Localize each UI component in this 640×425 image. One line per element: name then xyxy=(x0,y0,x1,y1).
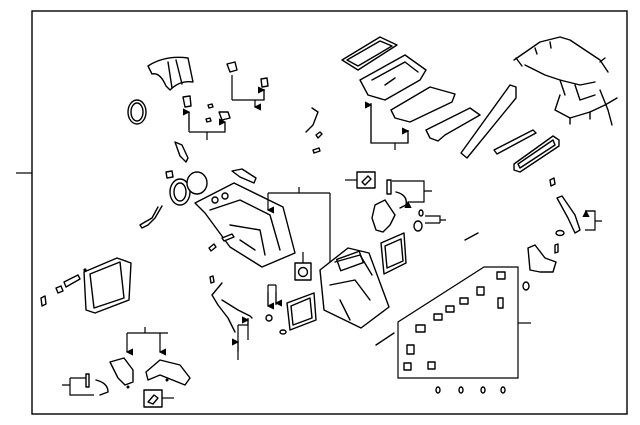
shroud-part xyxy=(147,56,194,91)
heater-core xyxy=(286,292,317,331)
fastener-group-mid xyxy=(413,209,479,241)
valve-part xyxy=(371,199,396,233)
trim-strips xyxy=(460,84,560,173)
wire-connector-part xyxy=(174,141,189,163)
cabin-filter xyxy=(40,257,132,314)
leader-bracket-center xyxy=(266,187,336,266)
side-duct-right xyxy=(549,177,602,254)
gasket-inner xyxy=(130,102,144,122)
bottom-left-assembly xyxy=(62,327,191,396)
wiring-harness xyxy=(513,36,618,126)
evaporator-core xyxy=(380,232,407,275)
duct-link-part xyxy=(139,205,163,229)
pipe-bracket xyxy=(386,179,432,209)
small-hardware-top xyxy=(305,107,323,154)
actuator-kit-panel xyxy=(397,266,531,379)
grommet-part xyxy=(522,281,530,291)
actuator-bracket-top xyxy=(226,61,269,107)
actuator-bracket-left xyxy=(182,95,231,140)
clip-bracket-small xyxy=(265,284,287,335)
heater-case-right xyxy=(319,247,390,329)
boxed-part-upper xyxy=(345,171,376,189)
rod-linkage-bottom xyxy=(209,275,253,360)
boxed-part-bottom xyxy=(143,389,174,408)
duct-outlet-right xyxy=(527,244,557,273)
blower-motor-part xyxy=(165,170,208,206)
heater-case-left xyxy=(194,168,296,268)
boxed-part-center xyxy=(294,252,312,281)
top-vent-parts xyxy=(341,36,481,150)
fastener-row xyxy=(375,332,506,394)
